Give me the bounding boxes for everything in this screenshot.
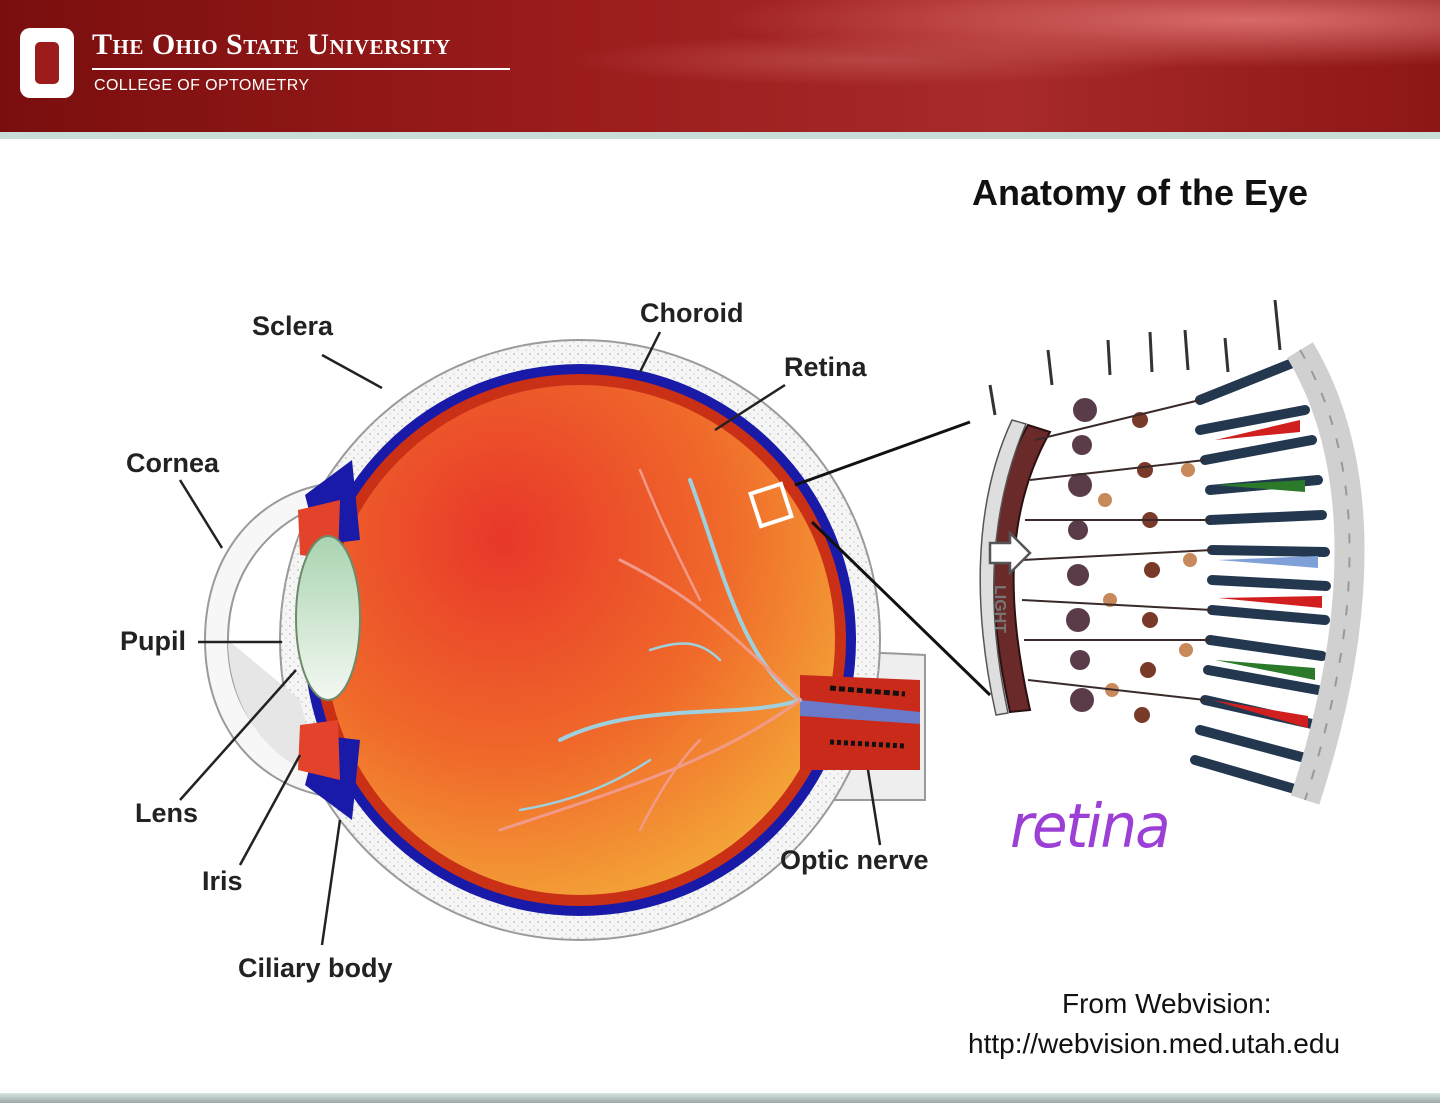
retina-inset-marker	[748, 481, 794, 529]
label-retina: Retina	[784, 352, 867, 382]
eye-anatomy-diagram: LIGHT	[178, 299, 1365, 946]
label-choroid: Choroid	[640, 298, 744, 328]
credit-source: From Webvision:	[1062, 988, 1272, 1019]
header-divider	[0, 132, 1440, 139]
light-arrow-icon	[988, 529, 1032, 577]
light-label: LIGHT	[991, 585, 1008, 633]
university-rule	[92, 68, 510, 70]
label-optic-nerve: Optic nerve	[780, 845, 929, 875]
label-leader-lines	[178, 331, 882, 946]
vitreous-body	[325, 385, 835, 895]
anterior-chamber	[228, 640, 320, 778]
retinal-vessels	[498, 468, 802, 832]
label-sclera: Sclera	[252, 311, 334, 341]
inset-connector-top	[794, 420, 971, 487]
optic-nerve-shape	[800, 675, 920, 770]
lens-shape	[295, 535, 361, 701]
footer-divider	[0, 1093, 1440, 1103]
handwritten-annotation: retina	[1010, 790, 1171, 862]
credit-url: http://webvision.med.utah.edu	[968, 1028, 1341, 1059]
retina-cross-section: LIGHT	[979, 299, 1365, 805]
label-cornea: Cornea	[126, 448, 220, 478]
iris-shape	[298, 460, 360, 820]
label-iris: Iris	[202, 866, 243, 896]
ohio-state-logo	[20, 28, 74, 98]
inset-connector-bottom	[810, 520, 992, 697]
label-pupil: Pupil	[120, 626, 186, 656]
university-name: The Ohio State University	[92, 28, 451, 61]
slide-title: Anatomy of the Eye	[972, 172, 1309, 213]
label-ciliary-body: Ciliary body	[238, 953, 393, 983]
header-banner	[0, 0, 1440, 132]
label-lens: Lens	[135, 798, 199, 828]
college-name: COLLEGE OF OPTOMETRY	[94, 77, 310, 94]
